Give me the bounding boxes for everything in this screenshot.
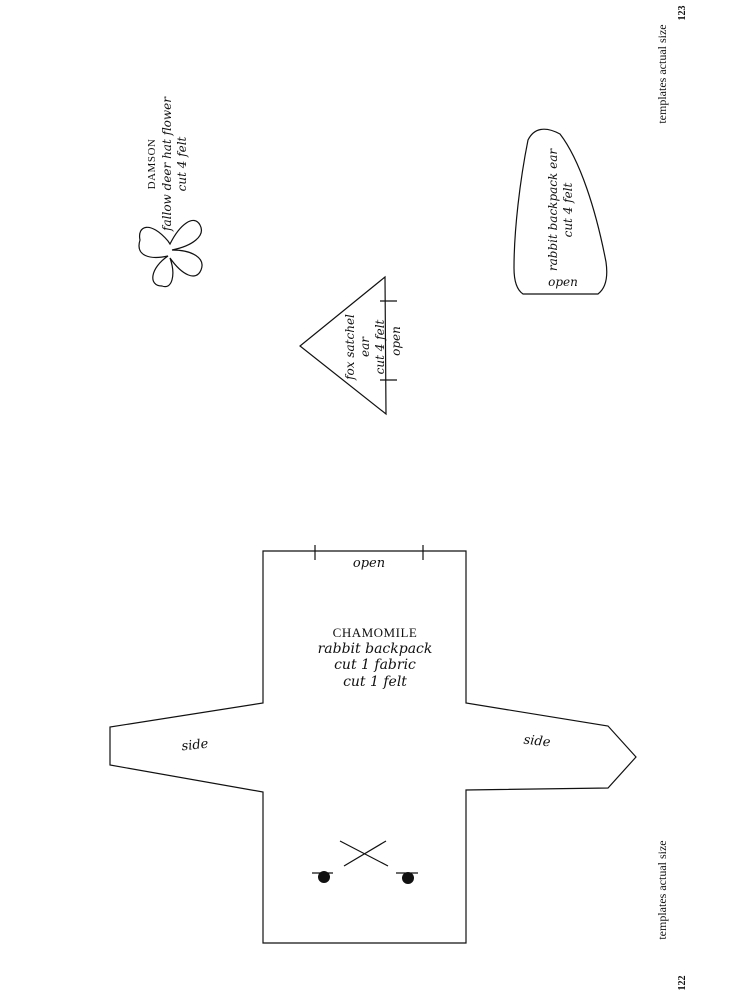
page-number-left: 122 [677, 975, 688, 991]
chamomile-name: rabbit backpack [317, 640, 433, 657]
damson-name: fallow deer hat flower [159, 97, 174, 231]
fox-ear-open: open [389, 326, 403, 356]
rabbit-ear-open: open [548, 275, 578, 289]
marker-dot-left [318, 871, 330, 883]
chamomile-backpack-shape [109, 550, 637, 944]
footer-label-right: templates actual size [655, 24, 669, 124]
page-number-right: 123 [677, 5, 688, 21]
chamomile-title: CHAMOMILE [332, 625, 418, 640]
fox-ear-line2: ear [358, 337, 372, 357]
chamomile-cut-fabric: cut 1 fabric [334, 657, 416, 674]
fox-ear-cut: cut 4 felt [373, 319, 387, 375]
rabbit-ear-name: rabbit backpack ear [546, 148, 560, 272]
marker-dot-right [402, 872, 414, 884]
rabbit-ear-cut: cut 4 felt [561, 182, 575, 238]
fox-ear-line1: fox satchel [343, 314, 357, 380]
damson-flower-shape [138, 219, 203, 288]
footer-label-left: templates actual size [655, 840, 669, 940]
chamomile-label: CHAMOMILE rabbit backpack cut 1 fabric c… [300, 625, 450, 691]
chamomile-open: open [352, 556, 386, 571]
chamomile-cut-felt: cut 1 felt [343, 674, 407, 691]
rabbit-ear-shape [513, 128, 608, 295]
rabbit-ear-label: rabbit backpack ear cut 4 felt [546, 145, 582, 275]
fox-ear-shape [299, 275, 387, 416]
damson-label: DAMSON fallow deer hat flower cut 4 felt [146, 94, 204, 234]
damson-cut: cut 4 felt [174, 136, 189, 192]
damson-title: DAMSON [146, 138, 158, 190]
